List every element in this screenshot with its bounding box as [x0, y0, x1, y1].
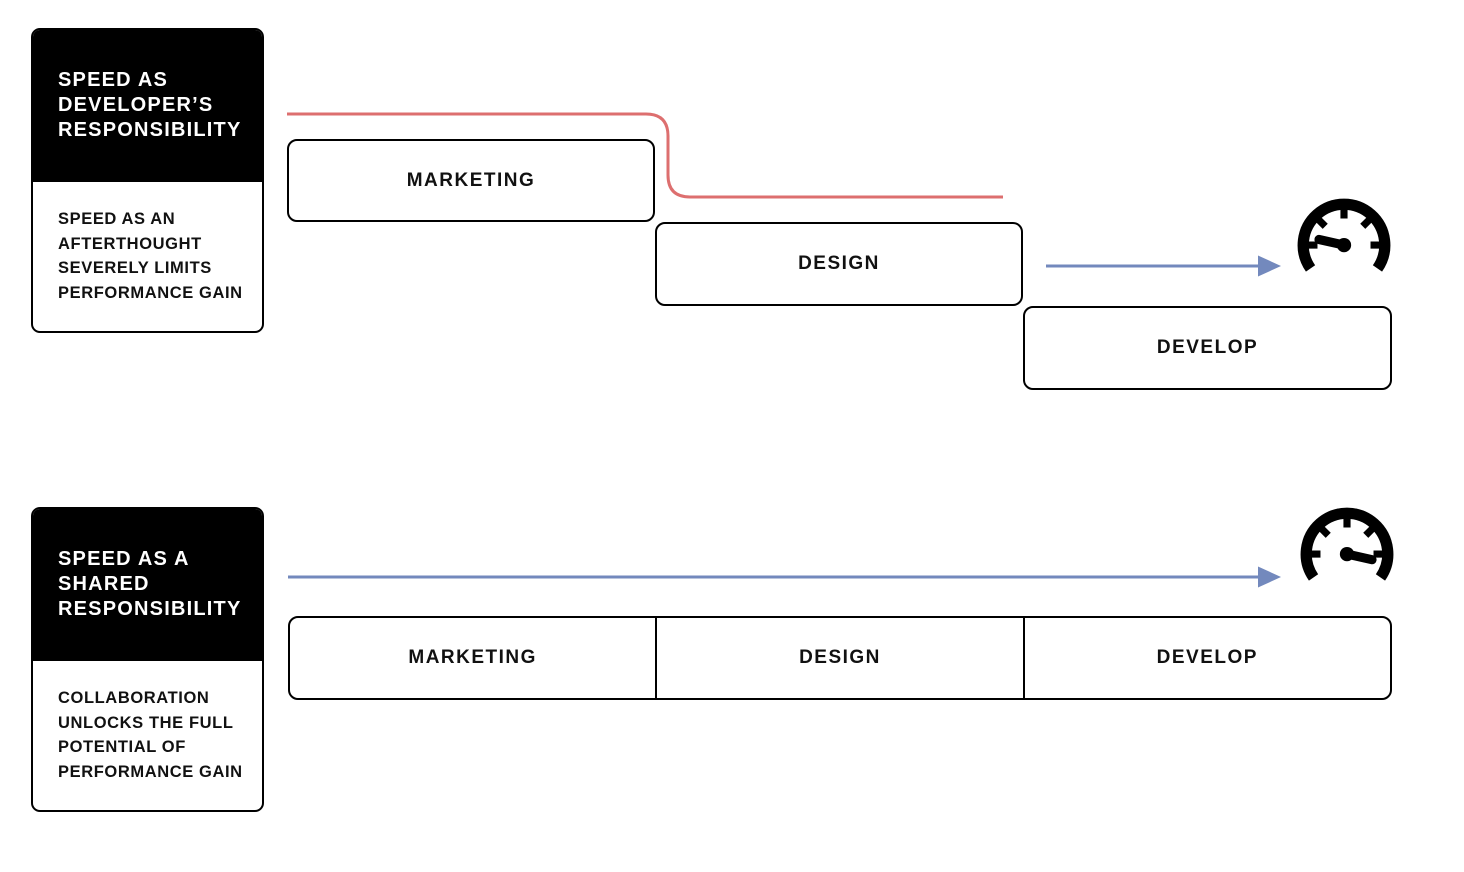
waterfall-stage-develop: DEVELOP: [1023, 306, 1392, 390]
waterfall-stage-marketing: MARKETING: [287, 139, 655, 222]
shared-card-title: SPEED AS A SHARED RESPONSIBILITY: [33, 509, 262, 661]
waterfall-card-description: SPEED AS AN AFTERTHOUGHT SEVERELY LIMITS…: [58, 210, 243, 302]
gauge-hub: [1336, 237, 1352, 253]
blue-arrowhead: [1258, 566, 1281, 588]
speedometer-icon: [1297, 198, 1391, 272]
gauge-ticks: [1302, 509, 1392, 558]
shared-pipeline-row: MARKETING DESIGN DEVELOP: [288, 616, 1392, 700]
speed-arrow-waterfall: [1046, 255, 1281, 277]
shared-legend-card: SPEED AS A SHARED RESPONSIBILITY COLLABO…: [31, 507, 264, 812]
waterfall-stage-design: DESIGN: [655, 222, 1023, 306]
waterfall-legend-card: SPEED AS DEVELOPER’S RESPONSIBILITY SPEE…: [31, 28, 264, 333]
speed-arrow-shared: [288, 566, 1281, 588]
shared-stage-marketing: MARKETING: [408, 647, 537, 668]
gauge-hub: [1339, 546, 1355, 562]
shared-card-description: COLLABORATION UNLOCKS THE FULL POTENTIAL…: [58, 689, 243, 781]
shared-stage-develop: DEVELOP: [1022, 618, 1390, 698]
gauge-ticks: [1299, 200, 1389, 249]
red-step-connector-line: [287, 112, 1003, 199]
shared-stage-design: DESIGN: [655, 618, 1022, 698]
waterfall-card-title: SPEED AS DEVELOPER’S RESPONSIBILITY: [33, 30, 262, 182]
blue-arrowhead: [1258, 255, 1281, 277]
speedometer-icon: [1300, 507, 1394, 581]
